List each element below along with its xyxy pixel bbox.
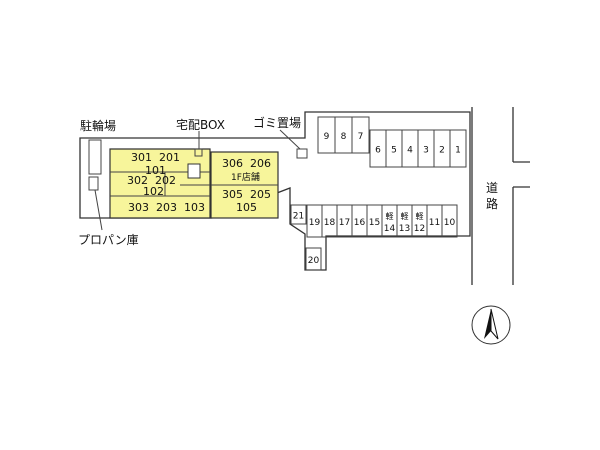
parking-slot-number: 6 bbox=[375, 146, 381, 156]
parking-slot-number: 13 bbox=[399, 224, 410, 234]
parking-slot-number: 5 bbox=[391, 146, 397, 156]
road-label-2: 路 bbox=[486, 196, 498, 211]
parking-slot-number: 7 bbox=[358, 132, 364, 142]
unit-row1b: 101 bbox=[145, 164, 166, 177]
parking-slot-number: 12 bbox=[414, 224, 425, 234]
kei-car-label: 軽 bbox=[401, 212, 409, 221]
parking-slot-number: 10 bbox=[444, 218, 456, 228]
parking-slot: 軽 12 bbox=[411, 204, 428, 238]
parking-slot: 18 bbox=[321, 204, 338, 238]
bicycle-parking-label: 駐輪場 bbox=[80, 118, 116, 133]
unit-row1: 301 201 bbox=[131, 151, 180, 164]
parking-slot: 21 bbox=[290, 204, 307, 225]
parking-slot-number: 4 bbox=[407, 146, 413, 156]
kei-car-label: 軽 bbox=[386, 212, 394, 221]
parking-slot: 6 bbox=[369, 129, 387, 168]
delivery-box-label: 宅配BOX bbox=[176, 117, 225, 132]
parking-slot: 2 bbox=[433, 129, 451, 168]
parking-slot: 軽 14 bbox=[381, 204, 398, 238]
bicycle-parking bbox=[88, 139, 102, 175]
parking-slot: 1 bbox=[449, 129, 467, 168]
building-west: 301 201 101 302 202 102 303 203 103 bbox=[109, 148, 211, 219]
parking-slot: 11 bbox=[426, 204, 443, 238]
parking-slot: 10 bbox=[441, 204, 458, 238]
north-arrow-icon bbox=[471, 305, 511, 345]
parking-slot-number: 3 bbox=[423, 146, 429, 156]
unit-row3: 303 203 103 bbox=[128, 201, 205, 214]
road-label-1: 道 bbox=[486, 181, 498, 195]
propane-storage bbox=[88, 176, 99, 191]
parking-slot-number: 21 bbox=[293, 212, 304, 222]
parking-slot: 3 bbox=[417, 129, 435, 168]
parking-slot: 19 bbox=[306, 204, 323, 238]
parking-slot-number: 16 bbox=[354, 218, 366, 228]
staircase bbox=[187, 163, 201, 179]
parking-slot: 7 bbox=[351, 116, 370, 154]
parking-slot-number: 20 bbox=[308, 256, 320, 266]
parking-slot: 軽 13 bbox=[396, 204, 413, 238]
parking-slot-number: 15 bbox=[369, 218, 380, 228]
parking-slot-number: 18 bbox=[324, 218, 336, 228]
garbage-label: ゴミ置場 bbox=[253, 115, 301, 130]
parking-slot-number: 9 bbox=[324, 132, 330, 142]
parking-slot-number: 14 bbox=[384, 224, 396, 234]
parking-slot-number: 19 bbox=[309, 218, 321, 228]
propane-storage-label: プロパン庫 bbox=[78, 233, 139, 247]
unit-east1: 306 206 bbox=[222, 157, 271, 170]
kei-car-label: 軽 bbox=[416, 212, 424, 221]
building-east: 306 206 1F店舗 305 205 105 bbox=[210, 151, 279, 219]
parking-slot: 5 bbox=[385, 129, 403, 168]
garbage-area bbox=[296, 148, 308, 159]
unit-east2: 305 205 bbox=[222, 188, 271, 201]
unit-row2: 302 202 bbox=[127, 174, 176, 187]
parking-slot: 8 bbox=[334, 116, 353, 154]
parking-slot: 9 bbox=[317, 116, 336, 154]
building-west-outline bbox=[109, 148, 211, 219]
parking-slot-number: 2 bbox=[439, 146, 445, 156]
parking-slot: 20 bbox=[305, 247, 322, 271]
parking-slot: 16 bbox=[351, 204, 368, 238]
unit-east1b: 1F店舗 bbox=[231, 171, 260, 183]
parking-slot-number: 17 bbox=[339, 218, 350, 228]
parking-slot-number: 11 bbox=[429, 218, 440, 228]
parking-slot: 15 bbox=[366, 204, 383, 238]
parking-slot-number: 1 bbox=[455, 146, 461, 156]
unit-east2b: 105 bbox=[236, 201, 257, 214]
parking-slot-number: 8 bbox=[341, 132, 347, 142]
parking-slot: 17 bbox=[336, 204, 353, 238]
road: 道 路 bbox=[471, 107, 530, 285]
unit-row2b: 102 bbox=[143, 185, 164, 198]
parking-slot: 4 bbox=[401, 129, 419, 168]
